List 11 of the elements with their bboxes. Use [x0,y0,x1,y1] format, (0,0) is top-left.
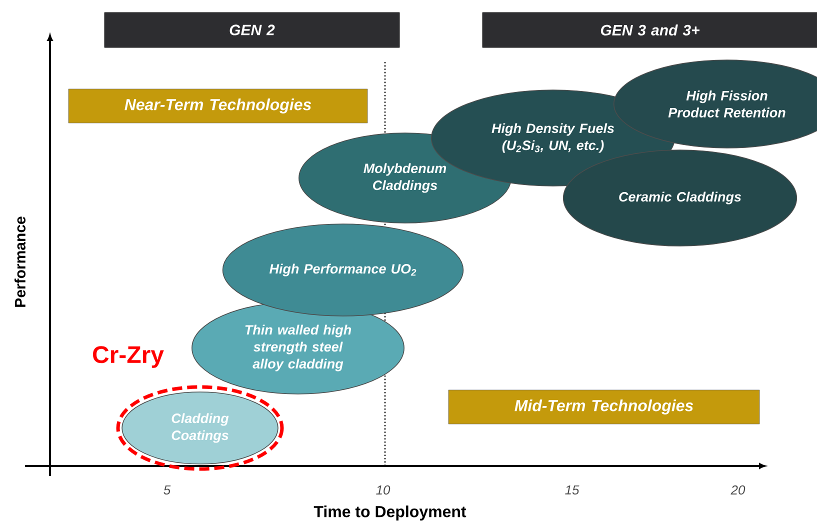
callout-text: Cr-Zry [93,346,164,368]
term-banner: Mid-Term Technologies [448,390,760,424]
term-banner: Near-Term Technologies [68,88,368,124]
tick-label: 5 [164,485,171,495]
generation-banner: GEN 2 [104,12,400,48]
generation-banner: GEN 3 and 3+ [482,12,817,48]
tick-label: 10 [376,485,390,495]
axis-title: Time to Deployment [314,506,466,520]
axis-title: Performance [14,216,26,307]
tick-label: 20 [730,485,746,495]
tick-label: 15 [565,485,580,495]
